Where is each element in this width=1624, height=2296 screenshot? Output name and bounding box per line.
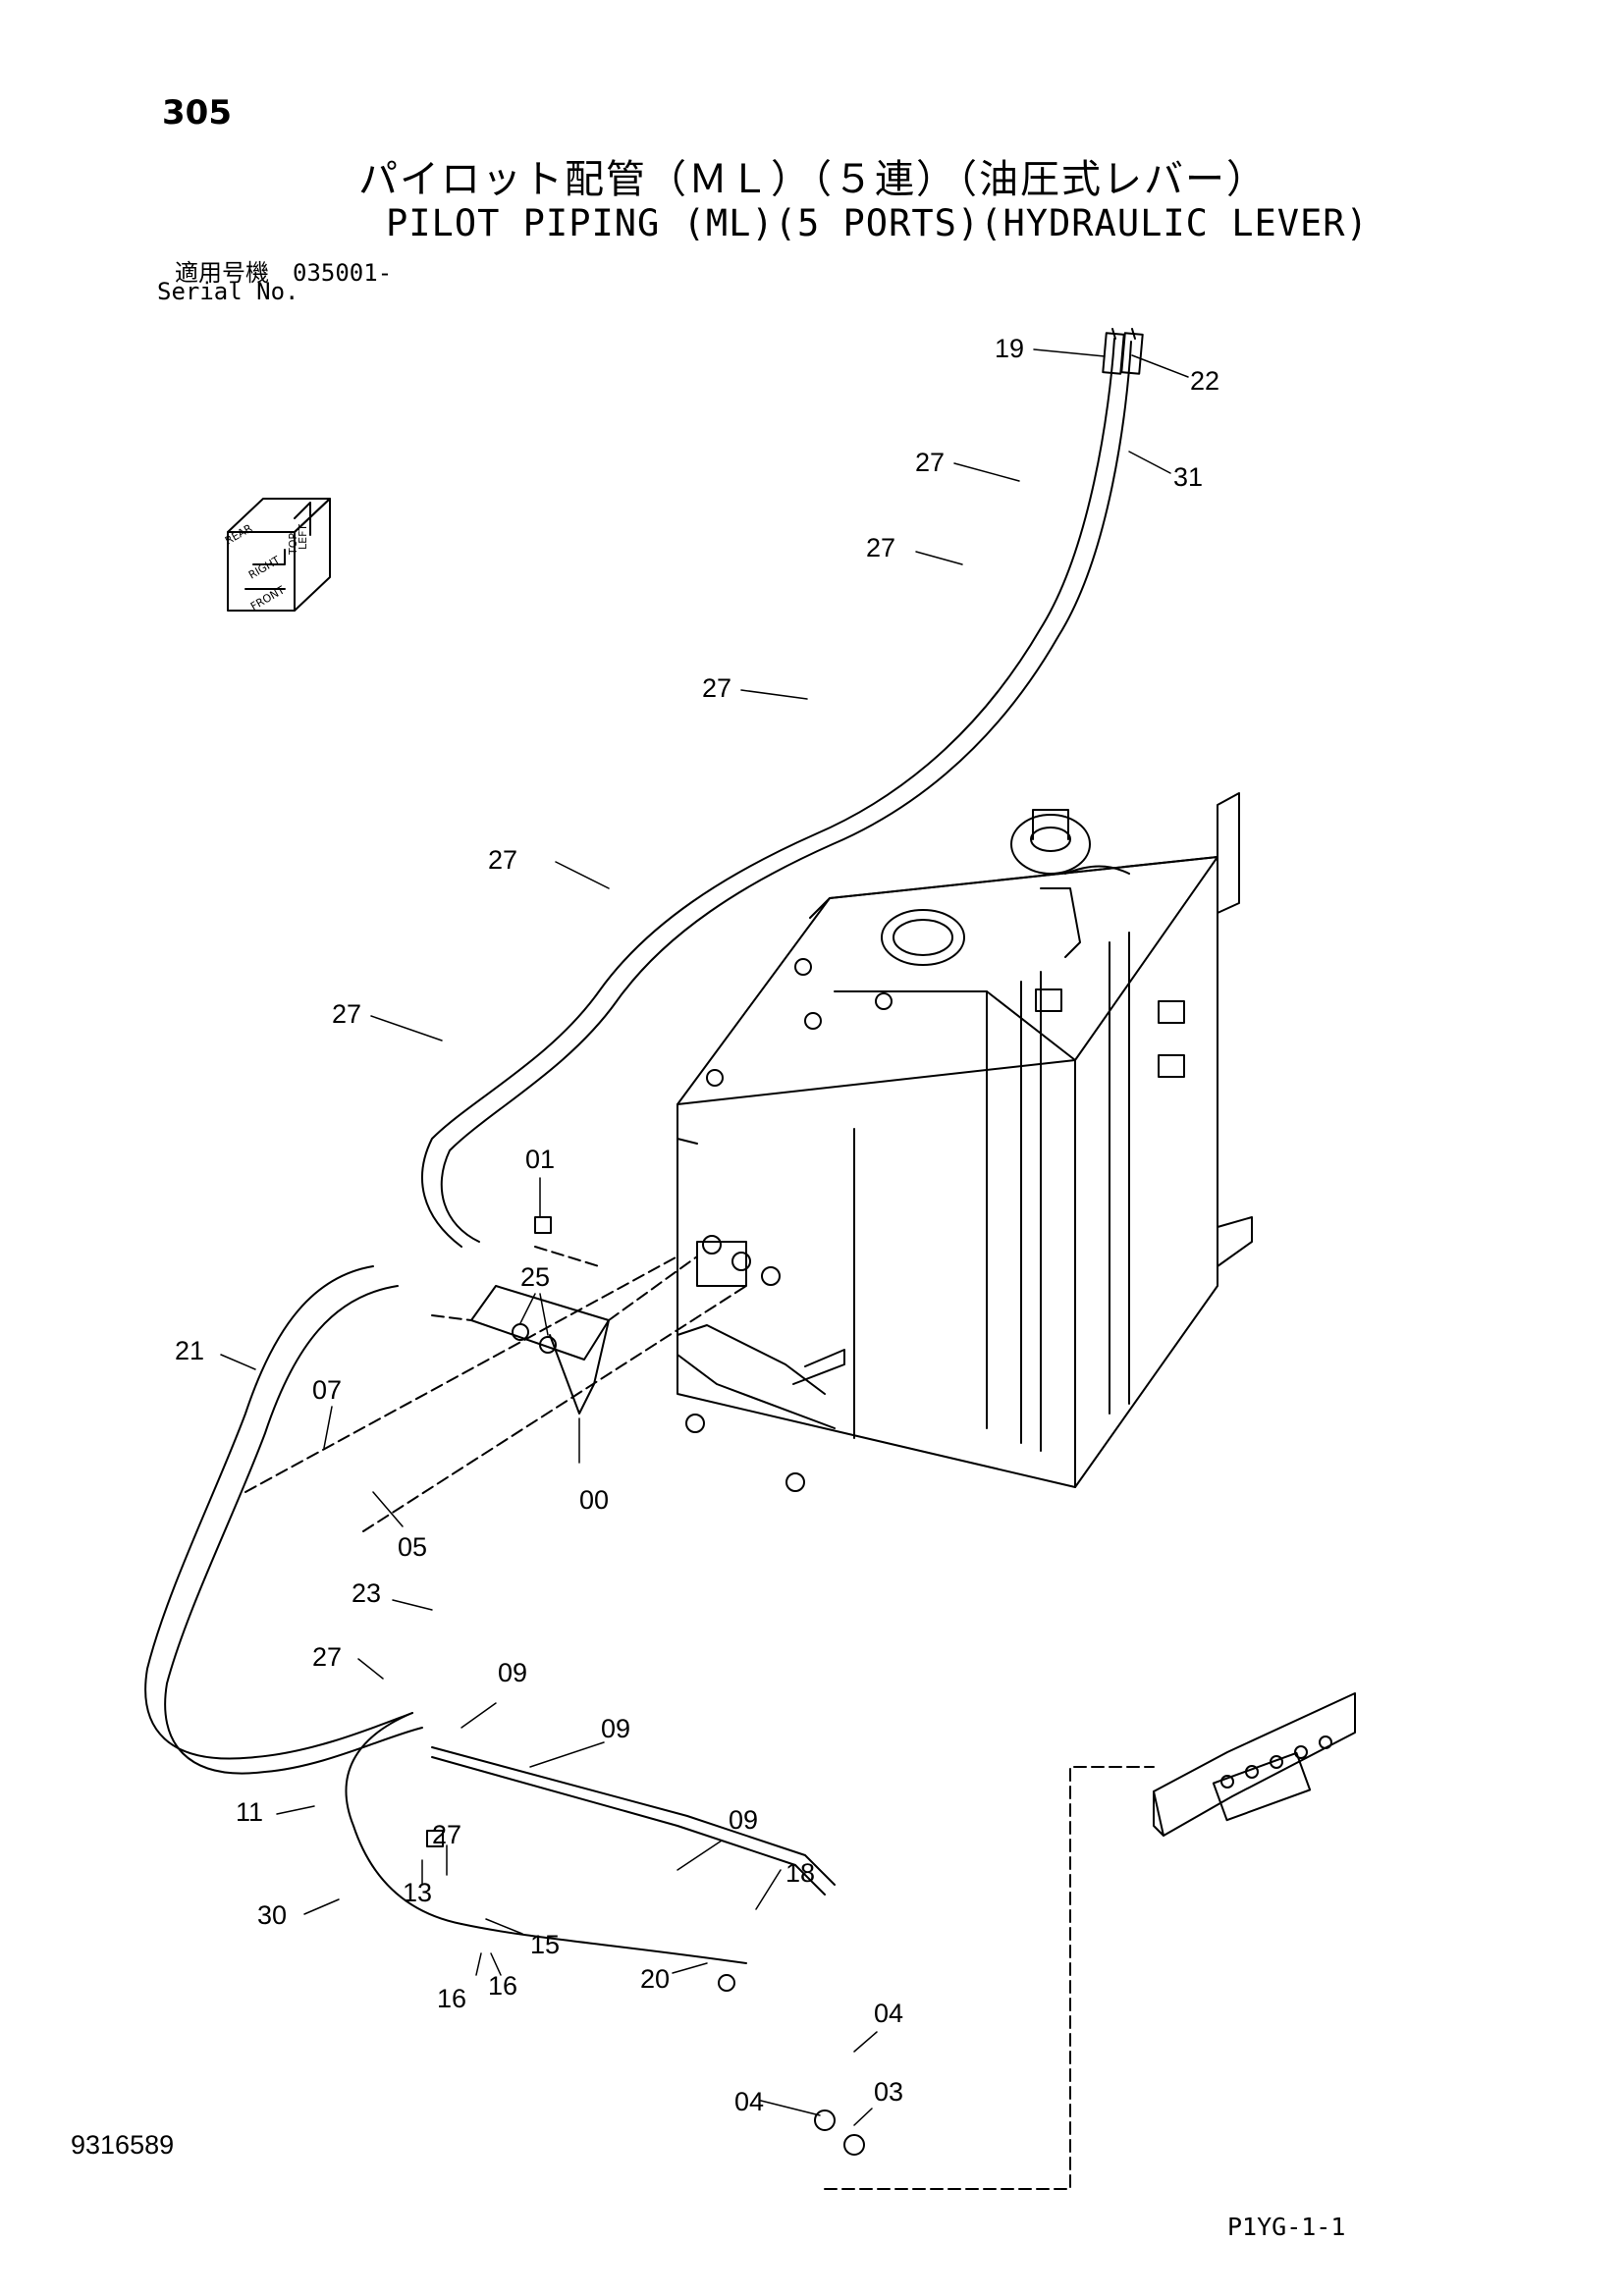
hydraulic-tank xyxy=(677,792,1253,1492)
callout-04: 04 xyxy=(874,1999,903,2028)
valve-block xyxy=(1153,1692,1356,1837)
callout-09: 09 xyxy=(601,1714,630,1743)
callout-01: 01 xyxy=(525,1145,555,1174)
orientation-front: FRONT xyxy=(248,583,287,613)
orientation-indicator: TOP RIGHT FRONT LEFT REAR xyxy=(223,498,331,614)
serial-label-japanese: 適用号機 035001- xyxy=(175,259,393,287)
callout-20: 20 xyxy=(640,1964,670,1994)
orientation-right: RIGHT xyxy=(246,554,283,582)
callout-15: 15 xyxy=(530,1930,560,1959)
bracket xyxy=(470,1216,610,1415)
callout-04: 04 xyxy=(734,2087,764,2116)
orientation-rear: REAR xyxy=(223,521,255,547)
callout-09: 09 xyxy=(498,1658,527,1687)
callout-05: 05 xyxy=(398,1532,427,1562)
callout-16: 16 xyxy=(437,1984,466,2013)
callout-27: 27 xyxy=(702,673,731,703)
tube-assembly xyxy=(426,1746,865,2156)
leader-lines xyxy=(220,348,1189,2126)
document-number: 9316589 xyxy=(71,2130,175,2160)
callout-00: 00 xyxy=(579,1485,609,1515)
callout-27: 27 xyxy=(866,533,895,562)
pilot-hose-upper xyxy=(421,328,1144,1248)
callout-25: 25 xyxy=(520,1262,550,1292)
connection-lines xyxy=(244,1246,1155,2190)
callout-27: 27 xyxy=(915,448,945,477)
callout-31: 31 xyxy=(1173,462,1203,492)
callout-27: 27 xyxy=(312,1642,342,1672)
callout-27: 27 xyxy=(488,845,517,875)
pilot-hose-lower xyxy=(144,1265,747,1964)
callout-03: 03 xyxy=(874,2077,903,2107)
title-english: PILOT PIPING (ML)(5 PORTS)(HYDRAULIC LEV… xyxy=(386,202,1369,244)
title-japanese: パイロット配管（ＭＬ）（５連）（油圧式レバー） xyxy=(358,157,1268,202)
callout-07: 07 xyxy=(312,1375,342,1405)
orientation-top: TOP xyxy=(287,533,299,556)
orientation-left: LEFT xyxy=(297,524,309,550)
callout-27: 27 xyxy=(432,1820,461,1849)
page-number: 305 xyxy=(162,93,232,133)
callout-21: 21 xyxy=(175,1336,204,1365)
callout-19: 19 xyxy=(995,334,1024,363)
callout-11: 11 xyxy=(236,1797,263,1827)
callout-30: 30 xyxy=(257,1900,287,1930)
callout-22: 22 xyxy=(1190,366,1219,396)
callout-13: 13 xyxy=(403,1878,432,1907)
callout-27: 27 xyxy=(332,999,361,1029)
callout-18: 18 xyxy=(785,1858,815,1888)
serial-label-english: Serial No. xyxy=(157,278,299,305)
callout-16: 16 xyxy=(488,1971,517,2001)
sheet-code: P1YG-1-1 xyxy=(1227,2213,1346,2241)
callout-23: 23 xyxy=(352,1578,381,1608)
callout-09: 09 xyxy=(729,1805,758,1835)
